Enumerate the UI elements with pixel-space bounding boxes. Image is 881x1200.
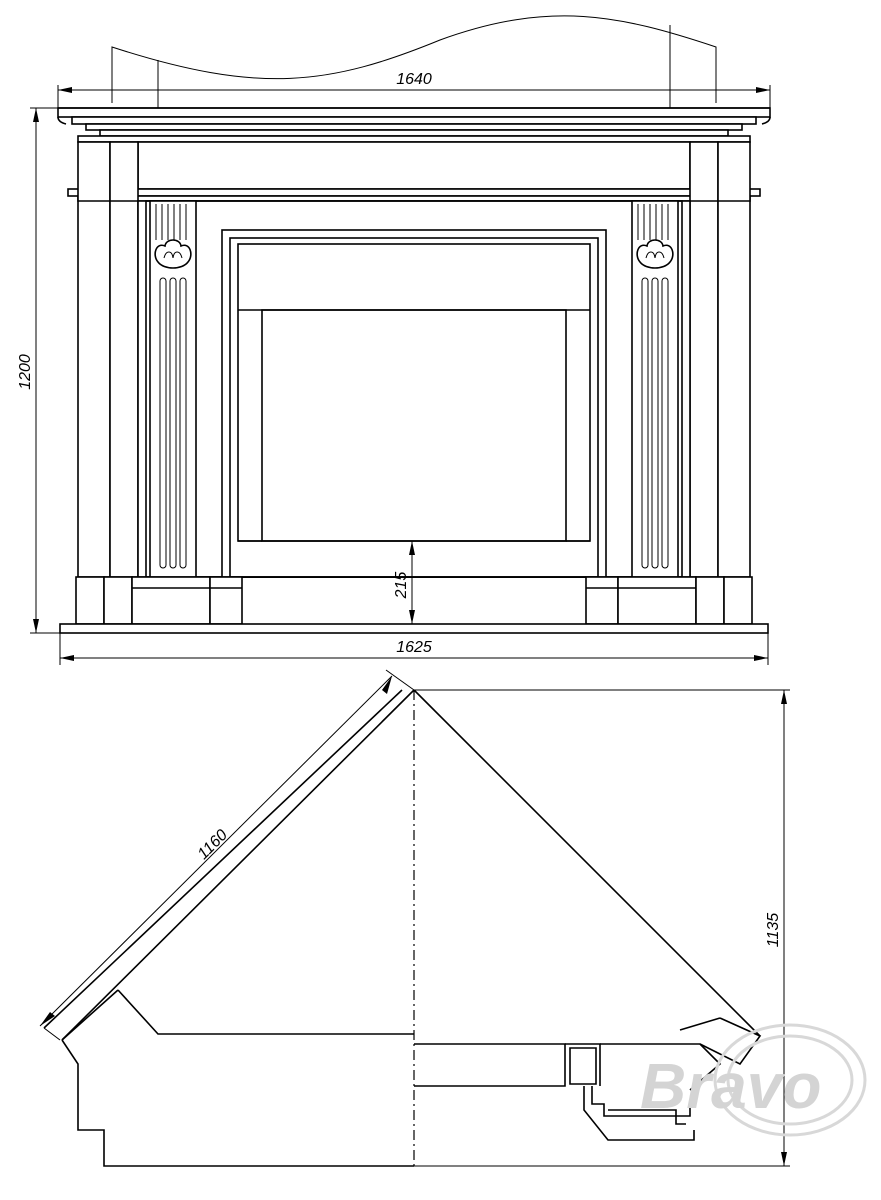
left-outer-pilaster bbox=[77, 141, 139, 578]
right-plinth bbox=[585, 576, 753, 625]
plan-right-wing bbox=[414, 1017, 762, 1141]
dimension-label-base-width: 1625 bbox=[396, 639, 432, 656]
dimension-height: 1200 bbox=[17, 107, 60, 634]
watermark-logo-text: Bravo bbox=[640, 1050, 821, 1122]
right-fluted-column bbox=[631, 200, 679, 578]
acanthus-ornament-icon bbox=[154, 239, 192, 269]
dimension-label-opening-height: 215 bbox=[393, 572, 410, 600]
brand-watermark: Bravo bbox=[640, 1023, 867, 1137]
right-outer-pilaster bbox=[689, 141, 751, 578]
dimension-base-width: 1625 bbox=[59, 633, 769, 665]
left-fluted-column bbox=[149, 200, 197, 578]
front-view: 1640 1200 215 1625 bbox=[17, 15, 771, 665]
dimension-side-length: 1160 bbox=[39, 669, 415, 1027]
plan-outline bbox=[43, 689, 761, 1041]
capital-band bbox=[67, 188, 761, 202]
left-plinth bbox=[75, 576, 243, 625]
dimension-label-top-width: 1640 bbox=[396, 71, 432, 88]
frieze bbox=[137, 141, 691, 190]
firebox-opening bbox=[221, 229, 607, 578]
dimension-label-height: 1200 bbox=[17, 354, 34, 390]
dimension-top-width: 1640 bbox=[57, 71, 771, 110]
plan-left-wing bbox=[61, 989, 414, 1167]
acanthus-ornament-icon bbox=[636, 239, 674, 269]
dimension-label-depth: 1135 bbox=[765, 913, 782, 948]
mantel-cornice bbox=[57, 107, 771, 143]
dimension-opening-height: 215 bbox=[393, 541, 415, 624]
dimension-depth: 1135 bbox=[414, 689, 790, 1167]
plan-view: 1160 1135 bbox=[39, 669, 790, 1170]
hearth-slab bbox=[59, 576, 769, 634]
wall-outline bbox=[111, 15, 717, 110]
